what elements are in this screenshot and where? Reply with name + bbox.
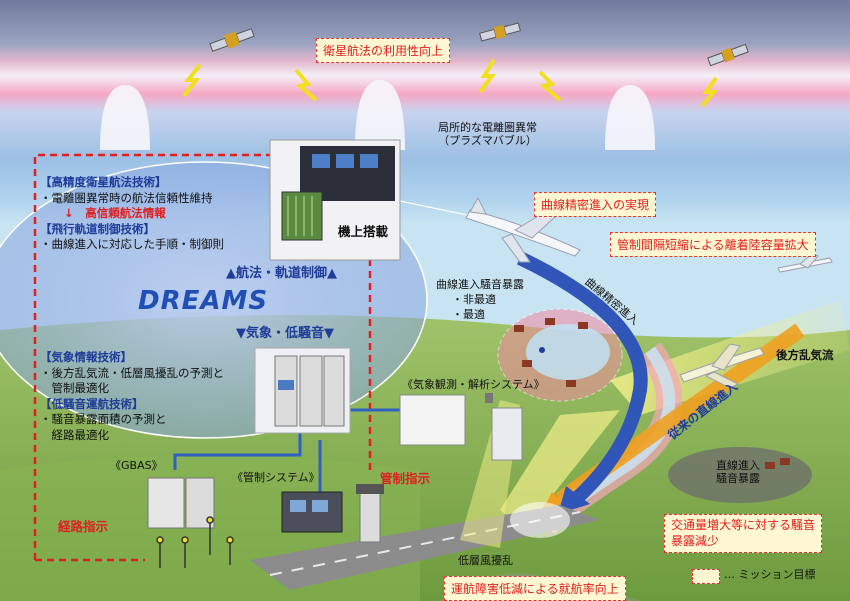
gbas-antenna-icon xyxy=(156,516,234,568)
tech-navigation-group: 【高精度衛星航法技術】 ・電離圏異常時の航法信頼性維持 ↓ 高信頼航法情報 【飛… xyxy=(40,175,224,253)
weather-system-label: 《気象観測・解析システム》 xyxy=(402,378,545,391)
server-rack xyxy=(274,355,298,427)
mission-separation: 管制間隔短縮による離着陸容量拡大 xyxy=(610,232,816,257)
signal-lightning xyxy=(182,63,202,98)
tech4-title: 【低騒音運航技術】 xyxy=(40,396,144,411)
house-icon xyxy=(514,318,790,469)
non-optimal-label: ・非最適 xyxy=(452,293,496,306)
gbas-label: 《GBAS》 xyxy=(110,459,163,472)
avionics-unit xyxy=(281,191,323,241)
tech-weather-group: 【気象情報技術】 ・後方乱気流・低層風擾乱の予測と 管制最適化 【低騒音運航技術… xyxy=(40,350,224,443)
tech3-line1: ・後方乱気流・低層風擾乱の予測と xyxy=(40,365,224,380)
curved-approach-arrow xyxy=(516,251,648,506)
plasma-bubble-label: 局所的な電離圏異常 （プラズマバブル） xyxy=(438,121,537,147)
signal-lightning xyxy=(538,70,562,102)
plasma-bubble xyxy=(100,85,150,150)
turbulence-cloud xyxy=(510,502,570,538)
atc-system-label: 《管制システム》 xyxy=(232,471,320,484)
dreams-title: DREAMS xyxy=(138,286,269,316)
tech1-title: 【高精度衛星航法技術】 xyxy=(40,175,167,189)
satellite-icon xyxy=(707,43,749,67)
low-turbulence-label: 低層風擾乱 xyxy=(458,554,513,567)
tech3-title: 【気象情報技術】 xyxy=(40,350,132,364)
curved-noise-label: 曲線進入騒音暴露 xyxy=(436,278,524,291)
weather-server xyxy=(399,394,466,446)
noise-point xyxy=(539,347,545,353)
wake-label: 後方乱気流 xyxy=(776,348,834,362)
tech2-line: ・曲線進入に対応した手順・制御則 xyxy=(40,237,224,252)
mission-operation: 運航障害低減による就航率向上 xyxy=(444,576,626,601)
nav-control-label: ▲航法・軌道制御▲ xyxy=(226,266,337,281)
server-rack xyxy=(299,355,323,427)
signal-lightning xyxy=(294,68,318,102)
signal-lightning xyxy=(700,76,719,108)
tech1-line: ・電離圏異常時の航法信頼性維持 xyxy=(40,190,213,205)
network-line xyxy=(173,430,302,470)
mission-noise: 交通量増大等に対する騒音 暴露減少 xyxy=(664,514,823,554)
airliner-icon xyxy=(777,253,833,273)
tech1-result-row: ↓ 高信頼航法情報 xyxy=(40,206,224,222)
route-info-flow xyxy=(33,153,272,560)
airliner-icon xyxy=(679,343,765,389)
tech3-line2: 管制最適化 xyxy=(40,381,109,396)
curved-approach-arrowhead xyxy=(558,486,590,514)
weather-noise-label: ▼気象・低騒音▼ xyxy=(236,326,334,341)
optimal-label: ・最適 xyxy=(452,308,485,321)
server-rack xyxy=(323,355,345,427)
onboard-label: 機上搭載 xyxy=(338,224,389,239)
tech1-result: 高信頼航法情報 xyxy=(85,206,166,221)
mission-curved-approach: 曲線精密進入の実現 xyxy=(534,192,657,217)
atc-tower xyxy=(359,491,381,543)
approach-beam xyxy=(500,410,620,530)
weather-sensor xyxy=(491,407,523,461)
satellite-icon xyxy=(479,22,521,42)
noise-footprint-optimal xyxy=(526,324,610,380)
plasma-bubble xyxy=(605,85,655,150)
plasma-bubble xyxy=(355,80,405,150)
atc-instruction-label: 管制指示 xyxy=(380,471,431,486)
satellite-icon xyxy=(209,28,255,52)
signal-lightning xyxy=(478,58,496,94)
straight-noise-label: 直線進入 騒音暴露 xyxy=(716,459,760,485)
tech4-line1: ・騒音暴露面積の予測と xyxy=(40,412,167,427)
tech2-title: 【飛行軌道制御技術】 xyxy=(40,221,155,236)
tech1-arrow: ↓ xyxy=(64,206,74,221)
route-instruction-label: 経路指示 xyxy=(58,519,109,534)
runway-centerline xyxy=(269,511,581,576)
noise-footprint-straight xyxy=(668,447,812,503)
airliner-icon xyxy=(465,196,581,263)
gbas-unit xyxy=(147,477,185,529)
tech4-line2: 経路最適化 xyxy=(40,427,109,442)
legend-swatch xyxy=(692,569,720,584)
mission-satellite: 衛星航法の利用性向上 xyxy=(316,38,451,63)
legend-label: … ミッション目標 xyxy=(724,568,816,581)
